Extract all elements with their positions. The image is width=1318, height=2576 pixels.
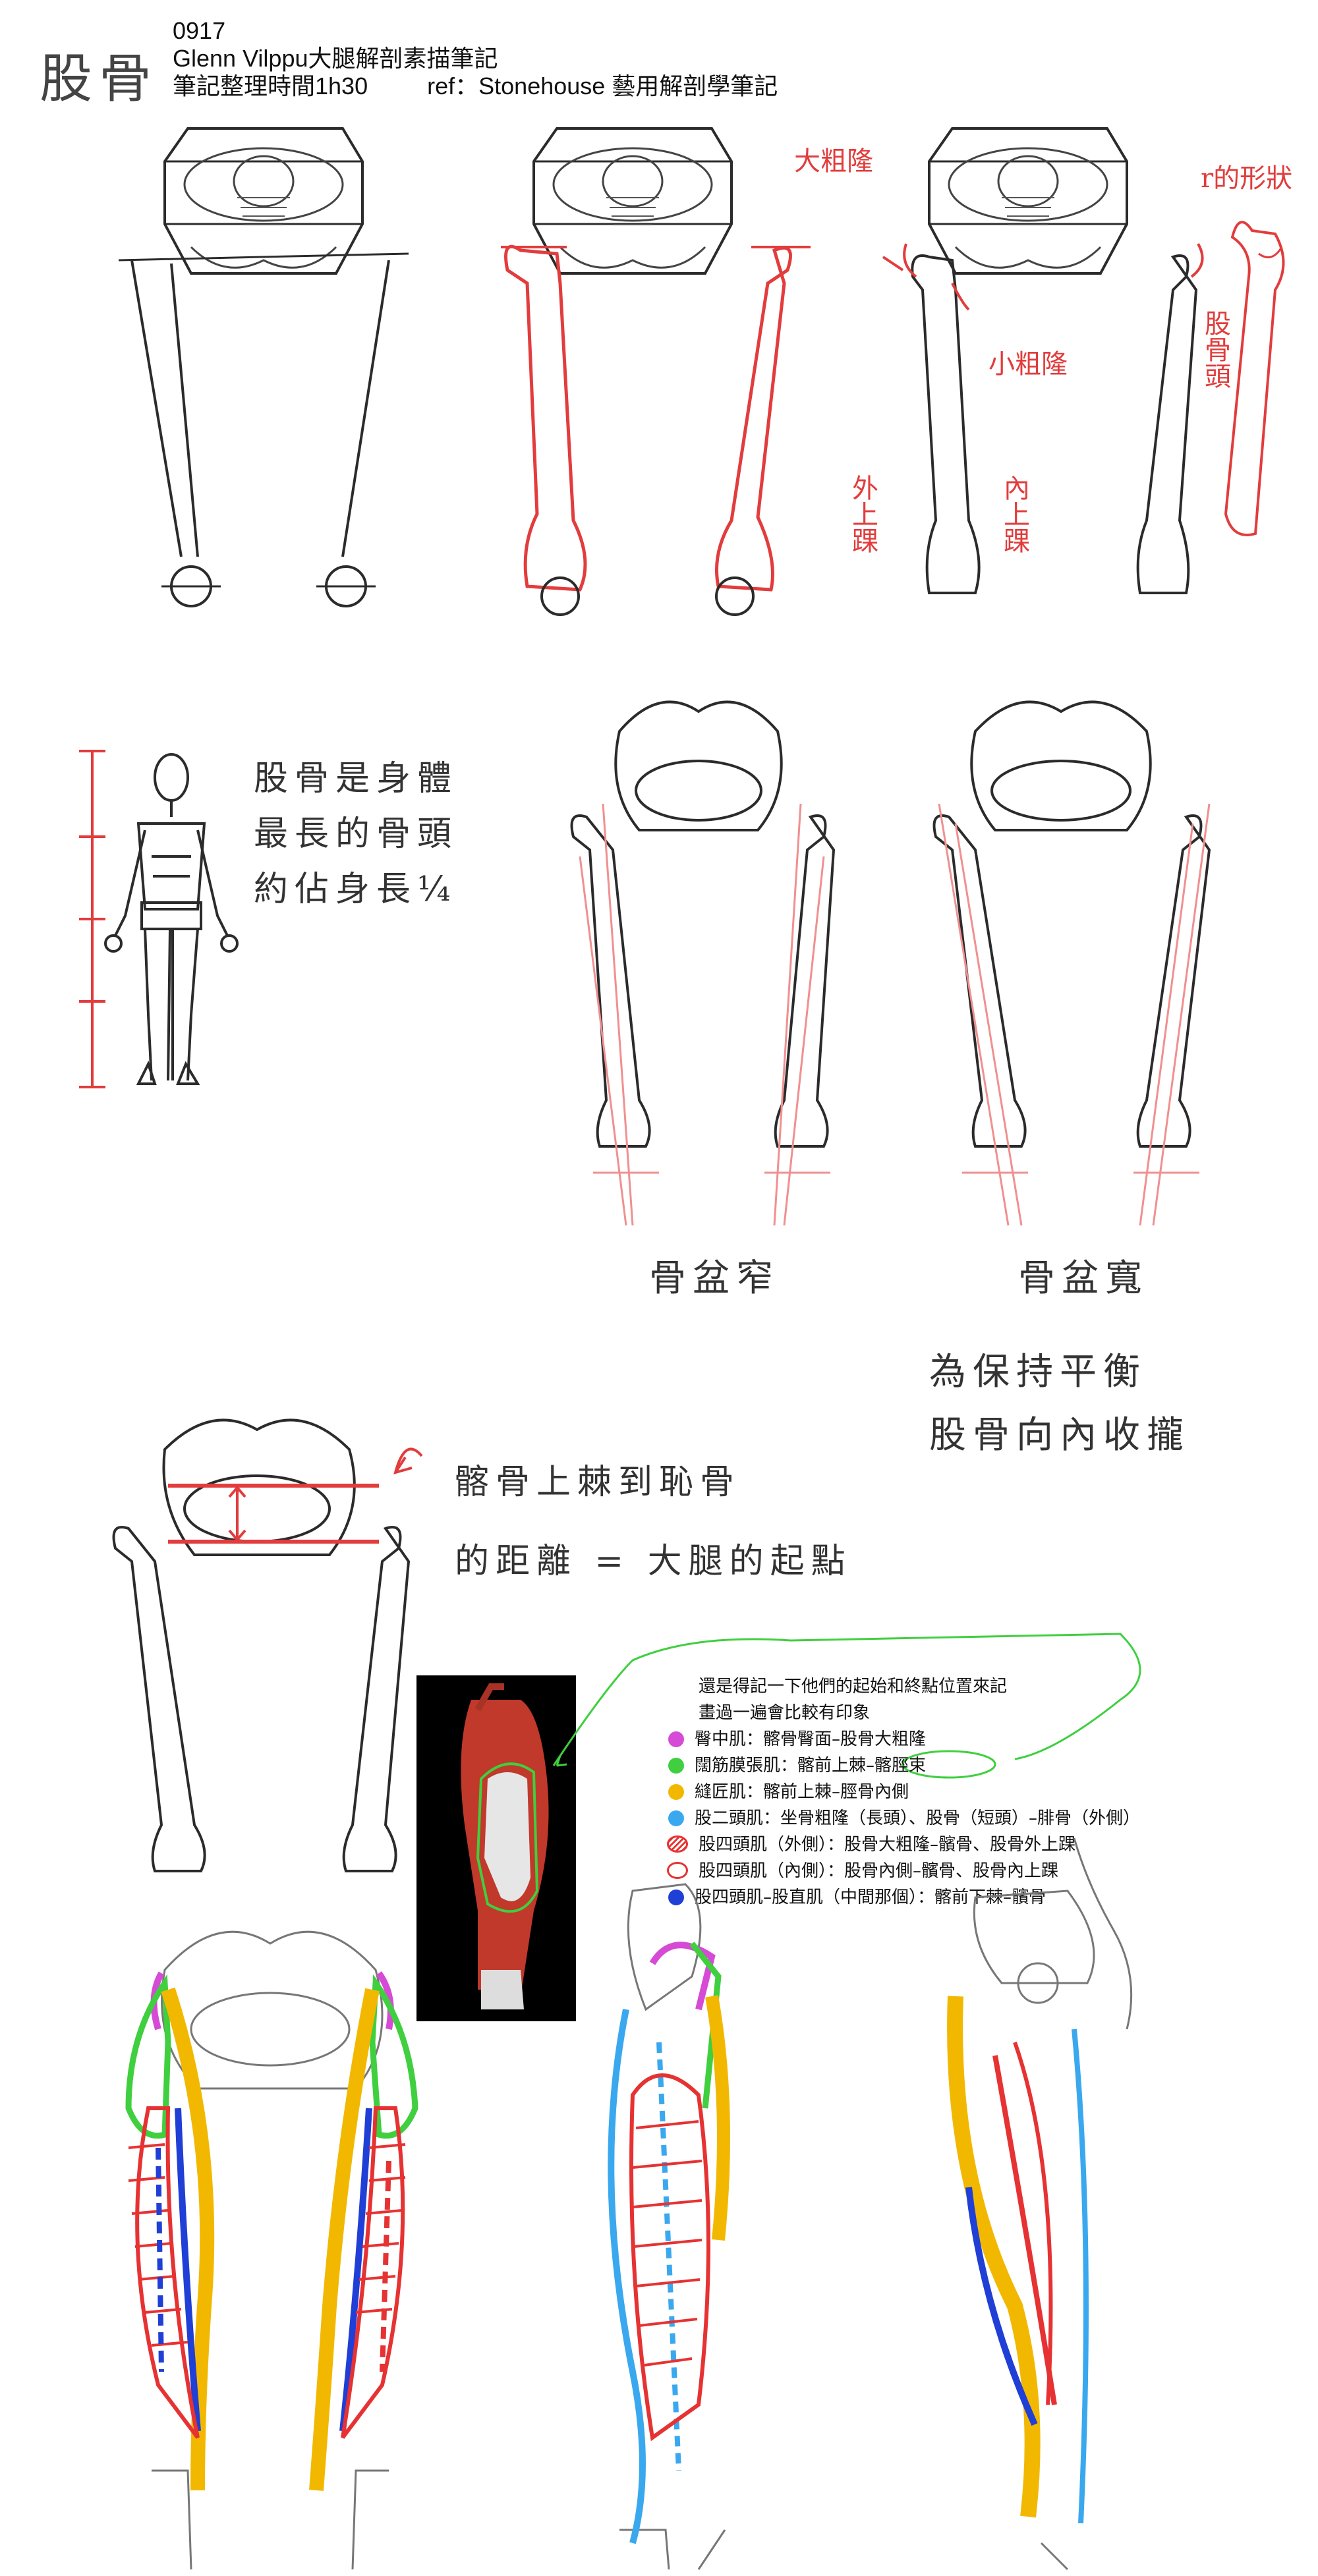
caption-pelvis-narrow: 骨盆窄 xyxy=(649,1257,780,1300)
origin-line-2: 的距離 = 大腿的起點 xyxy=(455,1542,852,1581)
vastus-medialis-swatch xyxy=(667,1862,688,1879)
muscle-legend: 還是得記一下他們的起始和終點位置來記 畫過一遍會比較有印象 臀中肌：髂骨臀面–股… xyxy=(664,1673,1297,1911)
biceps-femoris-swatch xyxy=(668,1810,684,1826)
legend-gluteus-medius: 臀中肌：髂骨臀面–股骨大粗隆 xyxy=(695,1729,927,1749)
legend-biceps-femoris: 股二頭肌：坐骨粗隆（長頭）、股骨（短頭）–腓骨（外側） xyxy=(695,1808,1141,1828)
legend-item: 縫匠肌：髂前上棘–脛骨內側 xyxy=(664,1779,1297,1805)
label-medial-condyle: 內上踝 xyxy=(999,474,1029,553)
gluteus-medius-swatch xyxy=(668,1731,684,1747)
tfl-swatch xyxy=(668,1758,684,1774)
legend-item: 股四頭肌（外側）：股骨大粗隆–髕骨、股骨外上踝 xyxy=(664,1832,1297,1858)
red-femur-pair xyxy=(501,244,811,592)
muscle-photo-thigh xyxy=(461,1683,549,2009)
rectus-femoris-swatch xyxy=(668,1890,684,1905)
legend-intro-2: 畫過一遍會比較有印象 xyxy=(699,1703,871,1723)
legend-item: 股四頭肌（內側）：股骨內側–髕骨、股骨內上踝 xyxy=(664,1858,1297,1884)
pelvis-narrow-sketch xyxy=(570,700,836,1148)
proportion-line-1: 股骨是身體 xyxy=(254,759,459,798)
origin-note: 髂骨上棘到恥骨 的距離 = 大腿的起點 xyxy=(455,1443,852,1601)
legend-vastus-medialis: 股四頭肌（內側）：股骨內側–髕骨、股骨內上踝 xyxy=(699,1861,1059,1881)
r-shape-femur xyxy=(1224,221,1285,536)
note-title: Glenn Vilppu大腿解剖素描筆記 xyxy=(173,45,498,72)
proportion-line-2: 最長的骨頭 xyxy=(254,814,459,854)
origin-line-1: 髂骨上棘到恥骨 xyxy=(455,1463,741,1502)
label-lesser-trochanter: 小粗隆 xyxy=(988,349,1068,379)
leg-line-left xyxy=(130,260,199,557)
caption-pelvis-wide: 骨盆寬 xyxy=(1018,1257,1149,1300)
balance-line-1: 為保持平衡 xyxy=(929,1351,1147,1393)
legend-intro-1: 還是得記一下他們的起始和終點位置來記 xyxy=(699,1677,1008,1696)
legend-item: 闊筋膜張肌：髂前上棘–髂脛束 xyxy=(664,1752,1297,1779)
pelvis-wide-sketch xyxy=(932,700,1211,1148)
balance-note: 為保持平衡 股骨向內收攏 xyxy=(929,1341,1190,1467)
vastus-lateralis-swatch xyxy=(667,1835,688,1853)
title-mark: 股骨 xyxy=(40,48,158,109)
label-greater-trochanter: 大粗隆 xyxy=(794,146,873,177)
legend-item: 臀中肌：髂骨臀面–股骨大粗隆 xyxy=(664,1726,1297,1752)
note-duration: 筆記整理時間1h30 xyxy=(173,72,368,99)
balance-line-2: 股骨向內收攏 xyxy=(929,1414,1190,1457)
header-block: 0917 Glenn Vilppu大腿解剖素描筆記 筆記整理時間1h30 ref… xyxy=(173,17,778,100)
label-r-shape: r的形狀 xyxy=(1201,163,1293,194)
note-reference: ref：Stonehouse 藝用解剖學筆記 xyxy=(427,72,778,99)
proportion-note: 股骨是身體 最長的骨頭 約佔身長¼ xyxy=(254,751,458,917)
label-lateral-condyle: 外上踝 xyxy=(847,474,878,553)
green-callout-line xyxy=(552,1633,1141,1766)
legend-tfl: 闊筋膜張肌：髂前上棘–髂脛束 xyxy=(695,1756,927,1776)
leg-line-right xyxy=(341,260,390,557)
label-femoral-head: 股骨頭 xyxy=(1200,310,1230,389)
sartorius-swatch xyxy=(668,1784,684,1800)
labeled-femur-pair xyxy=(911,254,1198,594)
proportion-line-3: 約佔身長¼ xyxy=(254,870,457,909)
note-id: 0917 xyxy=(173,17,226,44)
legend-vastus-lateralis: 股四頭肌（外側）：股骨大粗隆–髕骨、股骨外上踝 xyxy=(699,1835,1076,1855)
legend-sartorius: 縫匠肌：髂前上棘–脛骨內側 xyxy=(695,1782,909,1802)
note-subtitle: 筆記整理時間1h30 ref：Stonehouse 藝用解剖學筆記 xyxy=(173,72,778,100)
legend-item: 股二頭肌：坐骨粗隆（長頭）、股骨（短頭）–腓骨（外側） xyxy=(664,1805,1297,1832)
